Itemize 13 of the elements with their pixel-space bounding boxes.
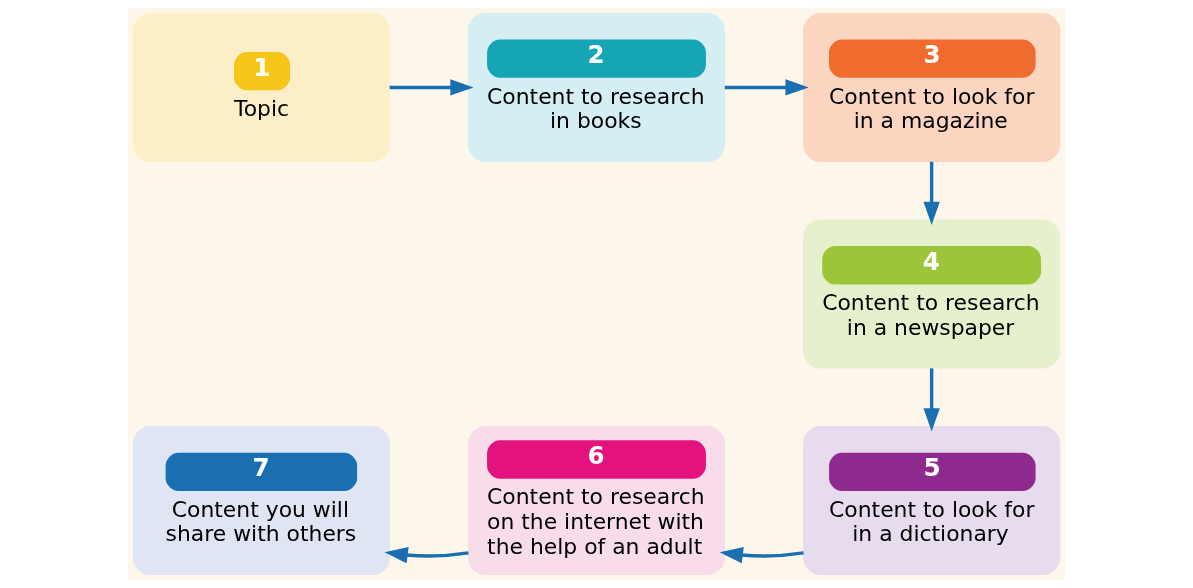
node-box: 1 Topic <box>132 12 390 162</box>
arrow <box>384 547 469 564</box>
node-box: 3 Content to look for in a magazine <box>803 12 1061 162</box>
node-box: 5 Content to look for in a dictionary <box>803 426 1061 576</box>
arrow <box>724 79 809 96</box>
arrow <box>719 547 804 564</box>
node-box: 2 Content to research in books <box>467 12 726 162</box>
arrow <box>389 79 474 96</box>
arrow <box>923 368 940 432</box>
node-box: 6 Content to research on the internet with the help of an adult <box>467 426 726 576</box>
arrow <box>923 161 940 225</box>
node-box: 7 Content you will share with others <box>132 426 390 576</box>
node-box: 4 Content to research in a newspaper <box>803 219 1061 369</box>
